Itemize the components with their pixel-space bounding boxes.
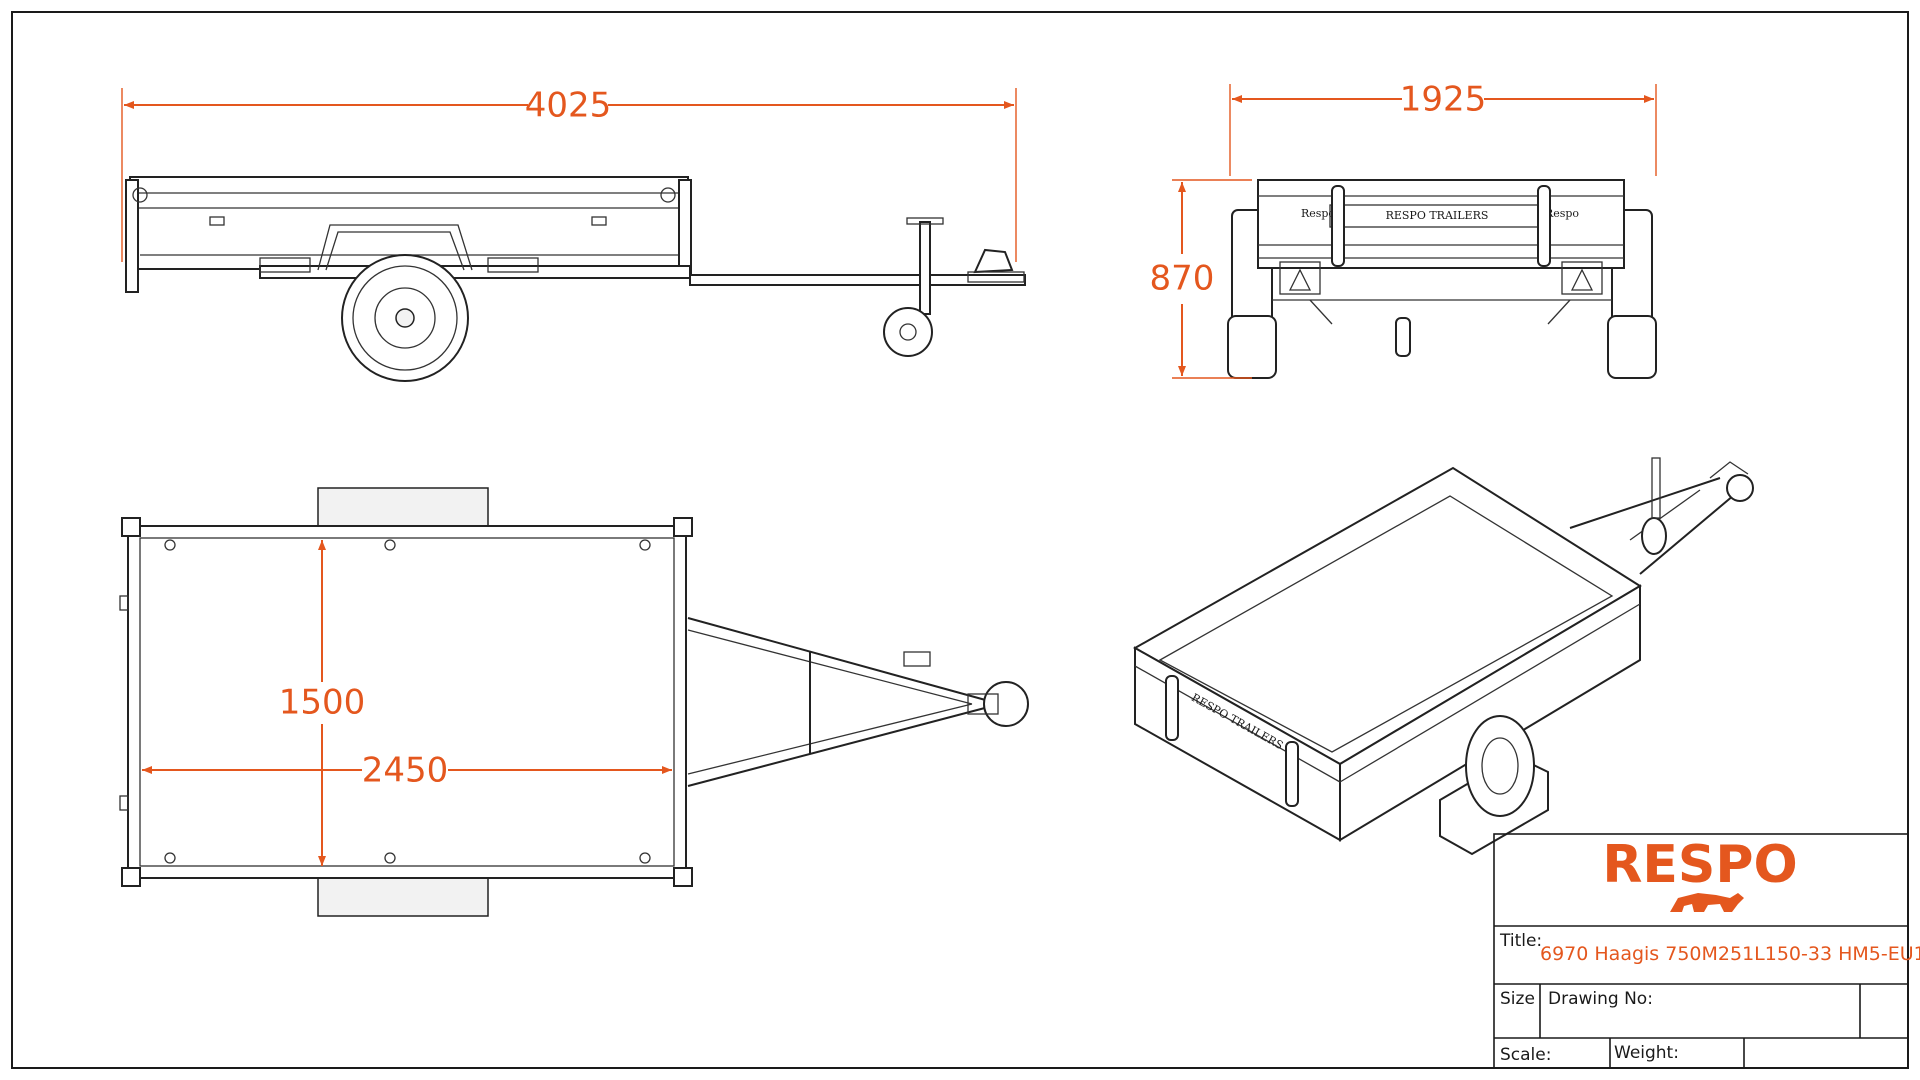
dimension-rear-height: 870 [1150,179,1252,379]
top-view [119,487,1029,917]
rear-plate-right-text: Respo [1545,207,1579,220]
dimension-label-rear-height: 870 [1150,259,1215,299]
size-label: Size [1500,989,1535,1009]
title-block: RESPO Title: 6970 Haagis 750M251L150-33 … [1493,833,1920,1069]
isometric-view: RESPO TRAILERS [1132,457,1754,856]
dimension-rear-width: 1925 [1229,80,1657,176]
dimension-label-side-length: 4025 [525,86,612,126]
brand-logo-text: RESPO [1602,835,1797,895]
title-label: Title: [1499,931,1542,951]
side-view [125,176,1026,382]
rear-plate-left-text: Respo [1301,207,1335,220]
bull-logo-icon [1670,893,1744,912]
rear-plate-center-text: RESPO TRAILERS [1386,209,1489,222]
weight-label: Weight: [1614,1043,1679,1063]
dimension-top-width: 1500 [279,540,366,866]
dimension-label-top-width: 1500 [279,683,366,723]
rear-view: RESPO TRAILERS Respo Respo [1227,179,1657,379]
drawing-frame [11,11,1909,1069]
scale-label: Scale: [1500,1045,1551,1065]
dimension-top-length: 2450 [142,751,672,791]
drawing-no-label: Drawing No: [1548,989,1653,1009]
dimension-label-top-length: 2450 [362,751,449,791]
dimension-label-rear-width: 1925 [1400,80,1487,120]
dimension-side-length: 4025 [121,86,1017,262]
title-value: 6970 Haagis 750M251L150-33 HM5-EU1- [1540,943,1920,965]
